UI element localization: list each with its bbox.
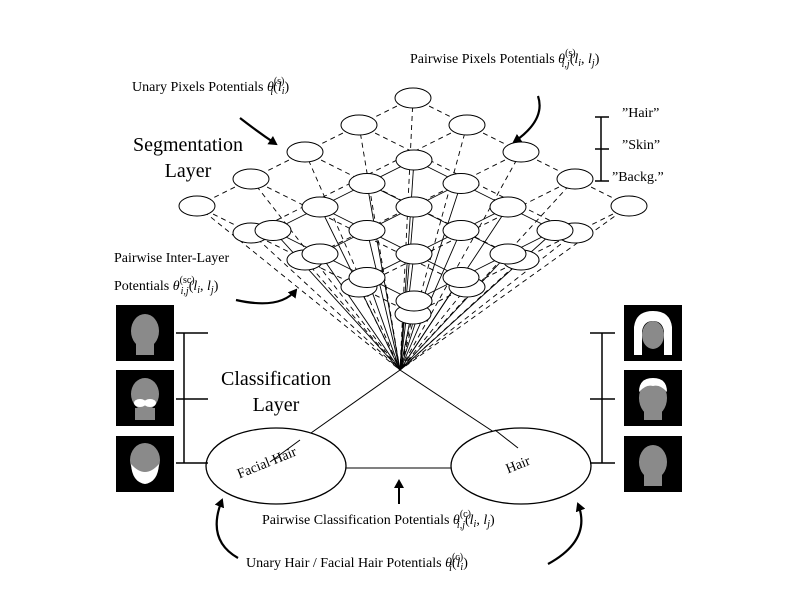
hair-node bbox=[450, 427, 592, 505]
segmentation-layer-title: Segmentation Layer bbox=[133, 134, 243, 182]
inter-layer-edges bbox=[196, 97, 630, 371]
unary-hair-label: Unary Hair / Facial Hair Potentials θ(c)… bbox=[246, 552, 468, 574]
arrow-unary-pixels bbox=[239, 117, 278, 146]
pixel-node bbox=[286, 141, 324, 163]
arrow-inter-layer bbox=[235, 288, 298, 305]
facial-hair-thumb-3 bbox=[116, 436, 174, 492]
pixel-node bbox=[489, 196, 527, 218]
pixel-node bbox=[442, 220, 480, 241]
pixel-grid-edges bbox=[272, 159, 556, 302]
arrow-unary-right bbox=[547, 502, 586, 565]
inter-layer-edge bbox=[399, 232, 576, 371]
inter-layer-edge bbox=[250, 178, 401, 371]
inter-layer-edge bbox=[319, 253, 401, 371]
pixel-node bbox=[610, 195, 648, 217]
facial-hair-node bbox=[205, 427, 347, 505]
annotation-arrows bbox=[214, 95, 586, 565]
pairwise-classification-label: Pairwise Classification Potentials θ(c)i… bbox=[262, 509, 495, 531]
pixel-label-skin: ”Skin” bbox=[622, 138, 661, 153]
pixel-node bbox=[178, 195, 216, 217]
pairwise-pixel-edge bbox=[520, 205, 576, 234]
pixel-node bbox=[394, 87, 432, 109]
pairwise-pixel-edge bbox=[358, 259, 414, 288]
pixel-node bbox=[442, 267, 480, 288]
pixel-node bbox=[489, 243, 527, 265]
class-brackets bbox=[176, 116, 615, 464]
unary-pixels-label: Unary Pixels Potentials θ(s)i(li) bbox=[132, 76, 290, 98]
inter-layer-edge bbox=[196, 205, 401, 371]
inter-layer-edge bbox=[399, 124, 468, 371]
classification-layer-title: Classification Layer bbox=[221, 368, 331, 416]
pixel-node bbox=[254, 220, 292, 241]
inter-layer-edge bbox=[399, 159, 415, 371]
pairwise-inter-layer-label: Pairwise Inter-Layer Potentials θ(sc)i,j… bbox=[114, 251, 230, 297]
hair-thumb-3 bbox=[624, 436, 682, 492]
pixel-node bbox=[301, 243, 339, 265]
pixel-node bbox=[395, 290, 433, 312]
pairwise-pixels-label: Pairwise Pixels Potentials θ(s)i,j(li, l… bbox=[410, 48, 600, 70]
inter-layer-edge bbox=[399, 178, 576, 371]
hair-thumb-2 bbox=[624, 370, 682, 426]
pixel-node bbox=[502, 141, 540, 163]
inter-layer-edge bbox=[304, 151, 401, 371]
pixel-node bbox=[340, 114, 378, 136]
pixel-node bbox=[301, 196, 339, 218]
inter-layer-edge bbox=[304, 259, 401, 371]
pixel-node bbox=[395, 196, 433, 218]
pairwise-pixel-edge bbox=[250, 205, 306, 234]
inter-layer-edge bbox=[399, 253, 509, 371]
pixel-node bbox=[536, 220, 574, 241]
pixel-node bbox=[232, 168, 270, 190]
inter-layer-edge bbox=[399, 183, 462, 371]
pixel-node bbox=[442, 173, 480, 194]
pixel-node bbox=[395, 243, 433, 265]
facial-hair-thumb-1 bbox=[116, 305, 174, 361]
inter-layer-edge bbox=[399, 206, 415, 371]
pixel-node bbox=[395, 149, 433, 171]
pixel-label-hair: ”Hair” bbox=[622, 106, 660, 121]
inter-layer-edge bbox=[399, 151, 522, 371]
pixel-node bbox=[348, 267, 386, 288]
pixel-node bbox=[348, 220, 386, 241]
facial-hair-thumb-2 bbox=[116, 370, 174, 426]
inter-layer-edge bbox=[250, 232, 401, 371]
pixel-node bbox=[448, 114, 486, 136]
hair-thumb-1 bbox=[624, 305, 682, 361]
pixel-node bbox=[556, 168, 594, 190]
pairwise-pixel-edge bbox=[412, 259, 468, 288]
inter-layer-edge bbox=[399, 205, 630, 371]
pixel-nodes bbox=[178, 87, 648, 325]
classification-layer bbox=[205, 369, 592, 505]
inter-layer-edge bbox=[366, 230, 401, 371]
arrow-pairwise-pixels bbox=[512, 95, 541, 144]
pixel-label-background: ”Backg.” bbox=[612, 170, 664, 185]
inter-layer-edge bbox=[399, 277, 462, 371]
arrow-unary-left bbox=[214, 498, 239, 559]
pixel-node bbox=[348, 173, 386, 194]
inter-layer-edge bbox=[399, 97, 414, 371]
